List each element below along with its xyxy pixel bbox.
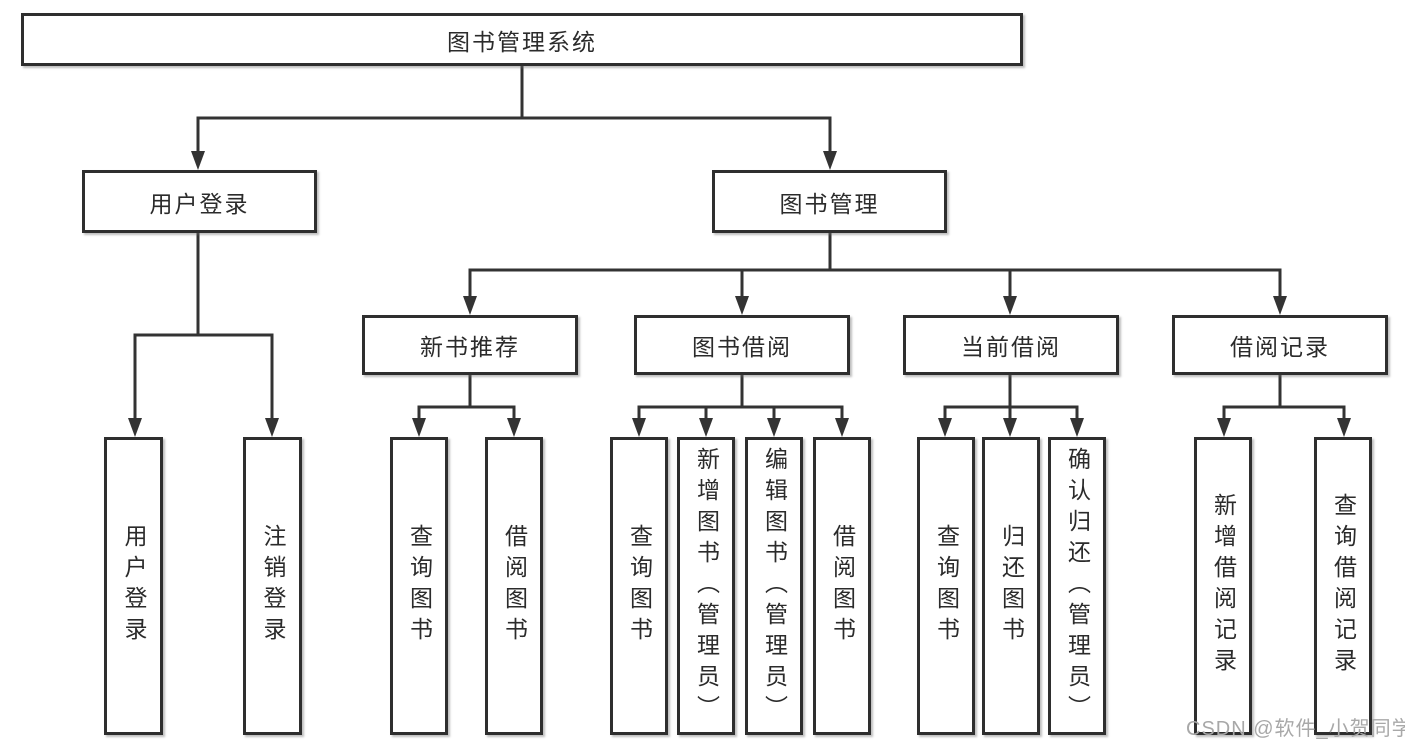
csdn-watermark: CSDN @软件_小贺同学 [1186, 718, 1405, 740]
leaf-current-confirm-return-admin: 确认归还（管理员） [1048, 437, 1106, 735]
node-book-borrow: 图书借阅 [634, 315, 850, 375]
node-borrow-records: 借阅记录 [1172, 315, 1388, 375]
leaf-borrow-edit-books-admin: 编辑图书（管理员） [745, 437, 803, 735]
leaf-records-query-record: 查询借阅记录 [1314, 437, 1372, 735]
leaf-borrow-borrow-books: 借阅图书 [813, 437, 871, 735]
node-new-book-recommend: 新书推荐 [362, 315, 578, 375]
node-book-management: 图书管理 [712, 170, 947, 233]
leaf-recommend-borrow-books: 借阅图书 [485, 437, 543, 735]
leaf-borrow-add-books-admin: 新增图书（管理员） [677, 437, 735, 735]
leaf-recommend-query-books: 查询图书 [390, 437, 448, 735]
leaf-user-login: 用户登录 [104, 437, 163, 735]
leaf-current-return-books: 归还图书 [982, 437, 1040, 735]
leaf-current-query-books: 查询图书 [917, 437, 975, 735]
node-user-login: 用户登录 [82, 170, 317, 233]
arrowheads [128, 151, 1351, 437]
node-current-borrow: 当前借阅 [903, 315, 1119, 375]
leaf-records-add-record: 新增借阅记录 [1194, 437, 1252, 735]
node-root: 图书管理系统 [21, 13, 1023, 66]
leaf-borrow-query-books: 查询图书 [610, 437, 668, 735]
leaf-logout: 注销登录 [243, 437, 302, 735]
